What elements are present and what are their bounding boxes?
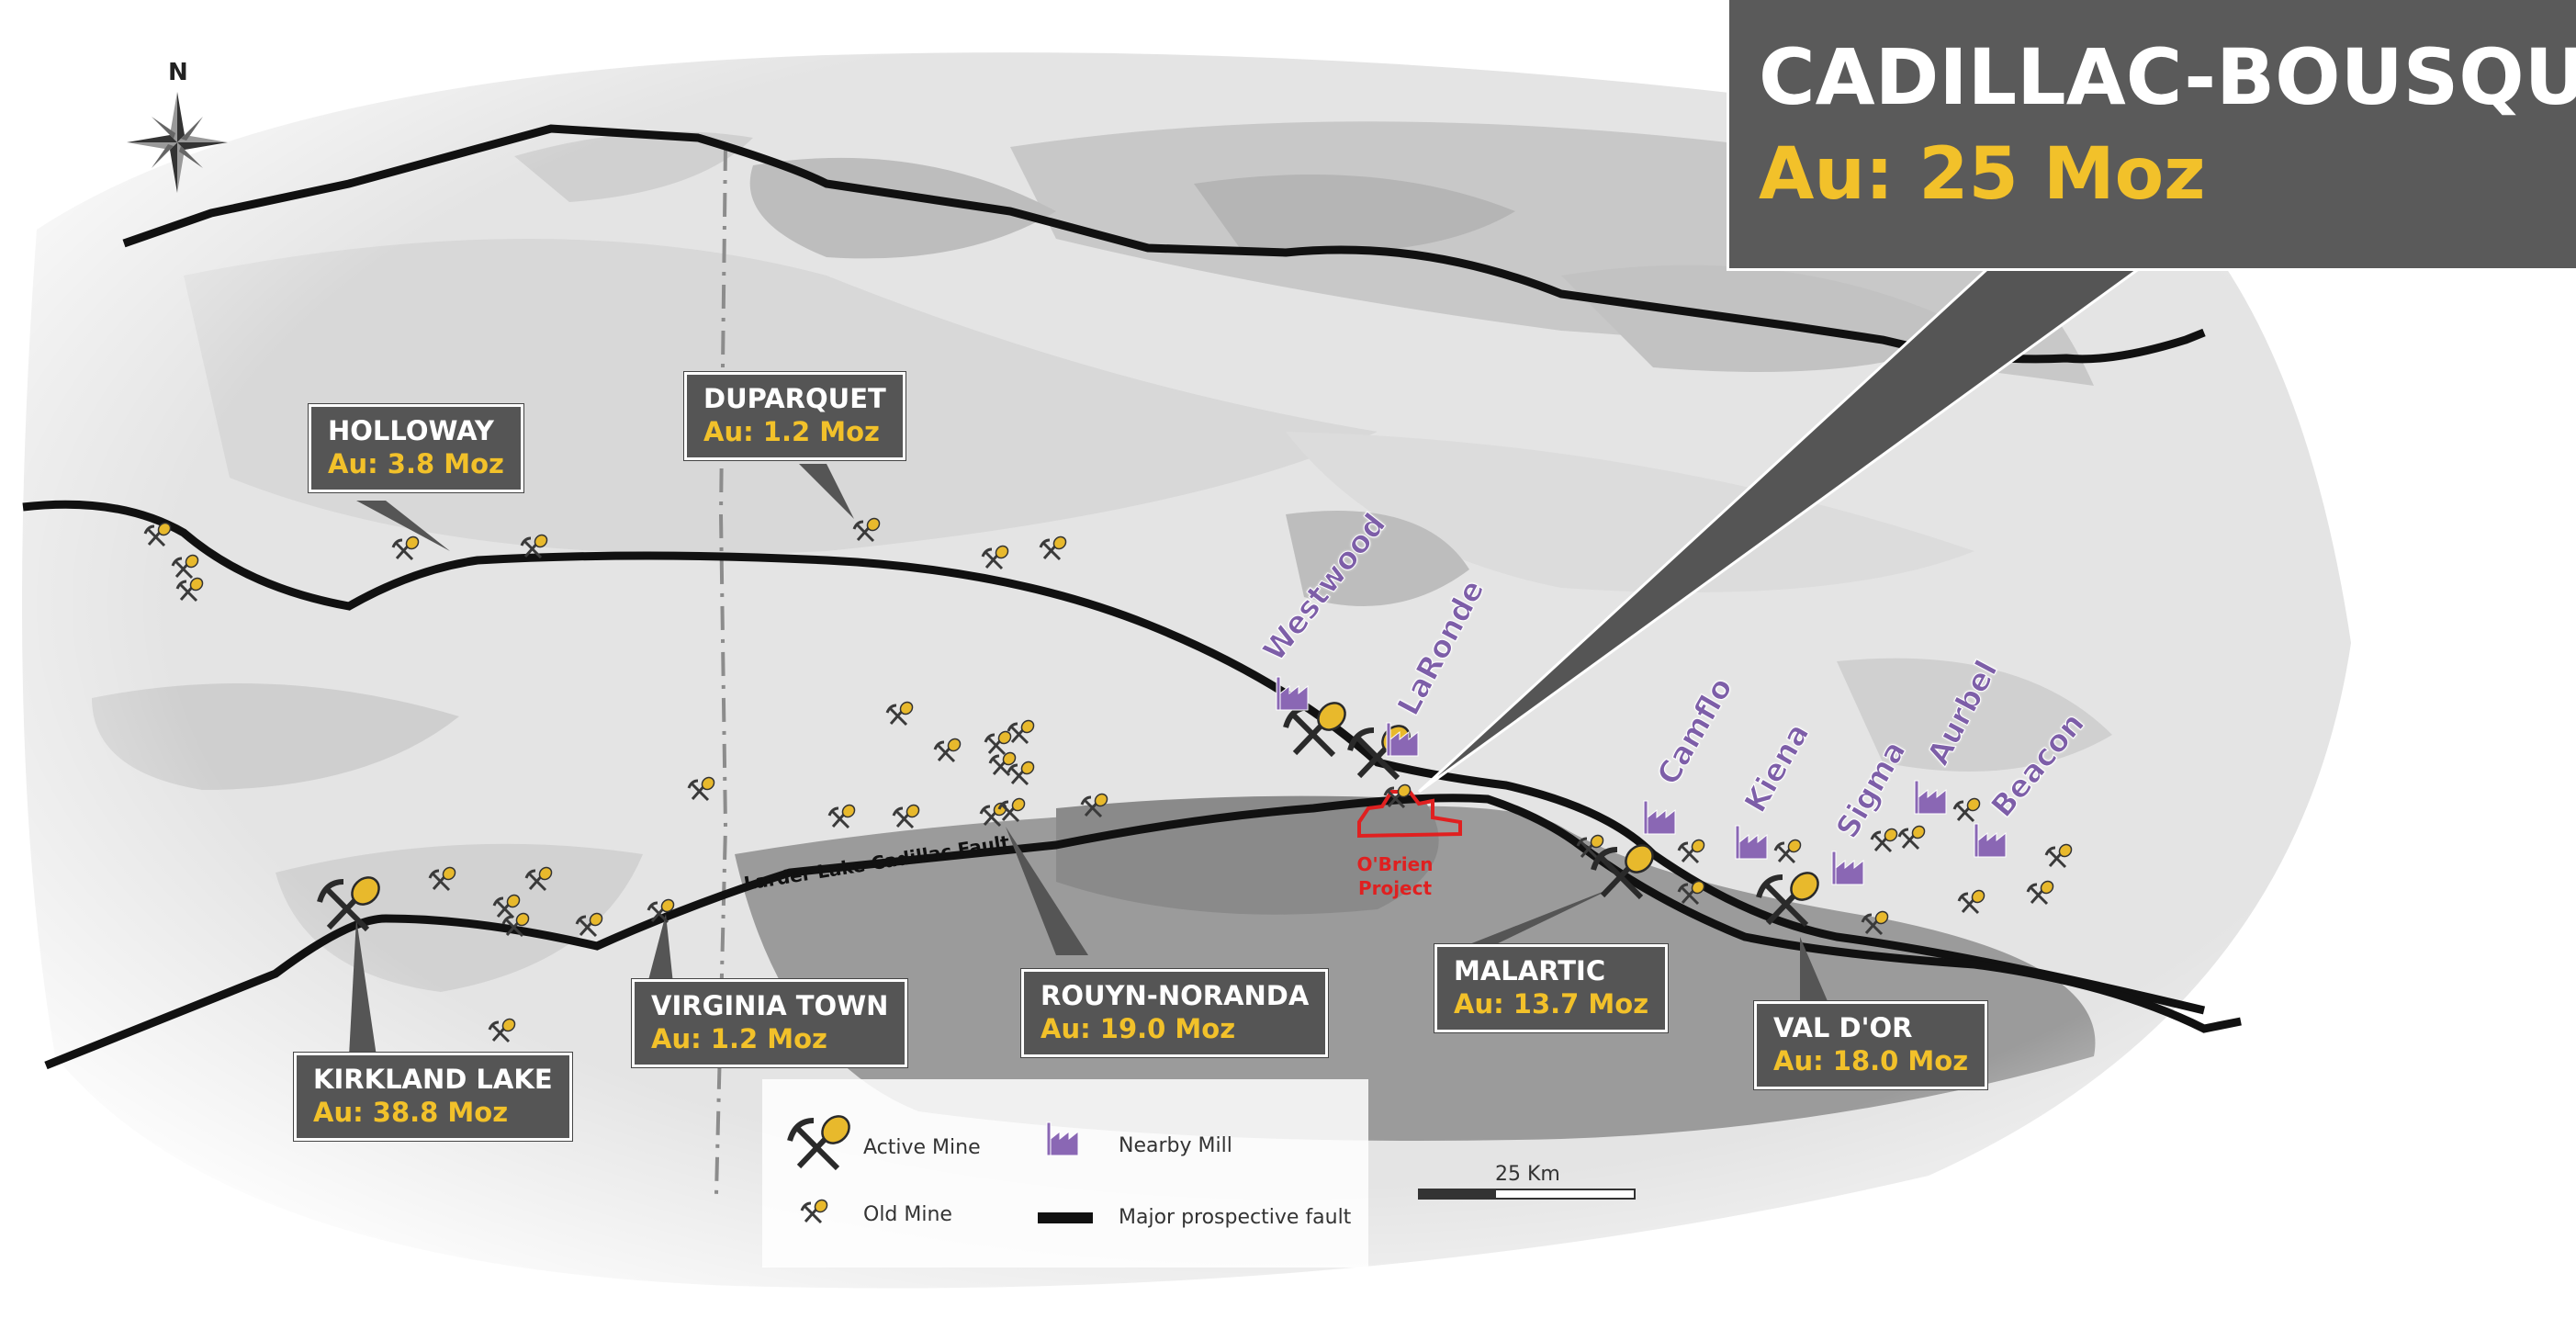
camp-gold: Au: 19.0 Moz (1041, 1013, 1236, 1044)
callout-rouyn-noranda: ROUYN-NORANDA Au: 19.0 Moz (1021, 969, 1329, 1057)
scale-label: 25 Km (1495, 1163, 1560, 1186)
camp-gold: Au: 1.2 Moz (651, 1023, 827, 1054)
camp-name: MALARTIC (1454, 955, 1606, 986)
legend-fault-label: Major prospective fault (1119, 1206, 1352, 1229)
camp-name: ROUYN-NORANDA (1041, 980, 1310, 1011)
camp-gold: Au: 38.8 Moz (313, 1097, 509, 1128)
fault-north (122, 124, 2206, 364)
camp-name: KIRKLAND LAKE (313, 1064, 553, 1095)
legend-old-mine-label: Old Mine (863, 1203, 952, 1226)
callout-virginia-town: VIRGINIA TOWN Au: 1.2 Moz (632, 979, 908, 1067)
callout-kirkland-lake: KIRKLAND LAKE Au: 38.8 Moz (294, 1053, 572, 1141)
camp-name: DUPARQUET (703, 383, 886, 414)
callout-val-dor: VAL D'OR Au: 18.0 Moz (1754, 1001, 1988, 1089)
callout-gold: Au: 25 Moz (1759, 133, 2206, 216)
project-label-line1: O'Brien (1356, 853, 1434, 875)
camp-gold: Au: 1.2 Moz (703, 416, 880, 447)
north-label: N (168, 59, 188, 86)
camp-name: VAL D'OR (1773, 1012, 1913, 1043)
cadillac-bousquet-callout: CADILLAC-BOUSQUET Au: 25 Moz (1727, 0, 2576, 271)
camp-gold: Au: 13.7 Moz (1454, 988, 1649, 1020)
legend-box (762, 1079, 1368, 1268)
callout-holloway: HOLLOWAY Au: 3.8 Moz (309, 404, 523, 492)
project-label-line2: Project (1357, 877, 1433, 899)
callout-malartic: MALARTIC Au: 13.7 Moz (1434, 944, 1669, 1032)
fault-larder-lake-cadillac (44, 794, 2242, 1070)
legend-fault-swatch (1038, 1212, 1093, 1223)
obrien-project-outline (1357, 790, 1462, 839)
compass-rose-icon (127, 92, 228, 193)
camp-gold: Au: 18.0 Moz (1773, 1045, 1969, 1076)
camp-name: HOLLOWAY (328, 415, 494, 446)
camp-gold: Au: 3.8 Moz (328, 448, 504, 479)
legend-active-mine-label: Active Mine (863, 1136, 981, 1159)
scale-bar (1418, 1189, 1636, 1200)
fault-middle (22, 500, 2206, 1015)
camp-name: VIRGINIA TOWN (651, 990, 889, 1021)
obrien-project-label: O'Brien Project (1335, 852, 1455, 900)
callout-title: CADILLAC-BOUSQUET (1759, 32, 2576, 122)
legend-nearby-mill-label: Nearby Mill (1119, 1134, 1232, 1157)
callout-duparquet: DUPARQUET Au: 1.2 Moz (684, 372, 906, 460)
